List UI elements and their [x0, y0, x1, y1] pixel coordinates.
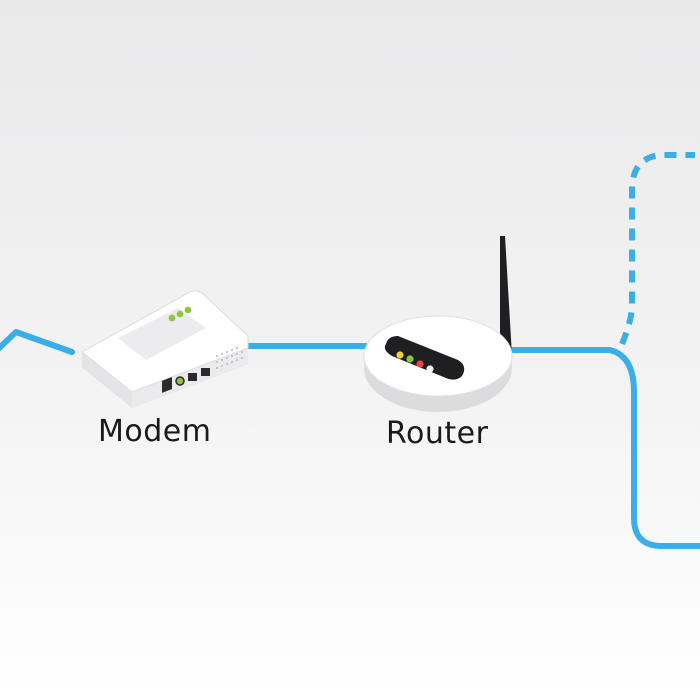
- router-antenna: [500, 236, 512, 358]
- modem-left-side: [82, 352, 132, 408]
- modem-top-panel: [118, 308, 206, 360]
- modem-icon: [81, 290, 249, 408]
- router-display: [384, 336, 465, 380]
- modem-vent-grille: [216, 347, 243, 369]
- router-led-3: [416, 360, 424, 368]
- modem-power-port: [162, 376, 172, 393]
- router-label: Router: [386, 416, 489, 451]
- modem-label: Modem: [98, 414, 212, 449]
- modem-led-1: [168, 314, 176, 322]
- modem-ethernet-port-2: [201, 368, 210, 376]
- router-led-1: [396, 351, 404, 359]
- router-icon: [363, 236, 513, 412]
- cables: [0, 152, 700, 549]
- incoming-cable: [0, 329, 75, 355]
- modem-coax-port: [175, 376, 185, 386]
- router-wired-cable: [507, 347, 700, 549]
- router-led-2: [406, 355, 414, 363]
- wireless-dashed-link: [619, 152, 695, 346]
- modem-led-3: [184, 306, 192, 314]
- router-led-4: [426, 365, 434, 373]
- modem-ethernet-port-1: [188, 373, 197, 381]
- modem-led-2: [176, 310, 184, 318]
